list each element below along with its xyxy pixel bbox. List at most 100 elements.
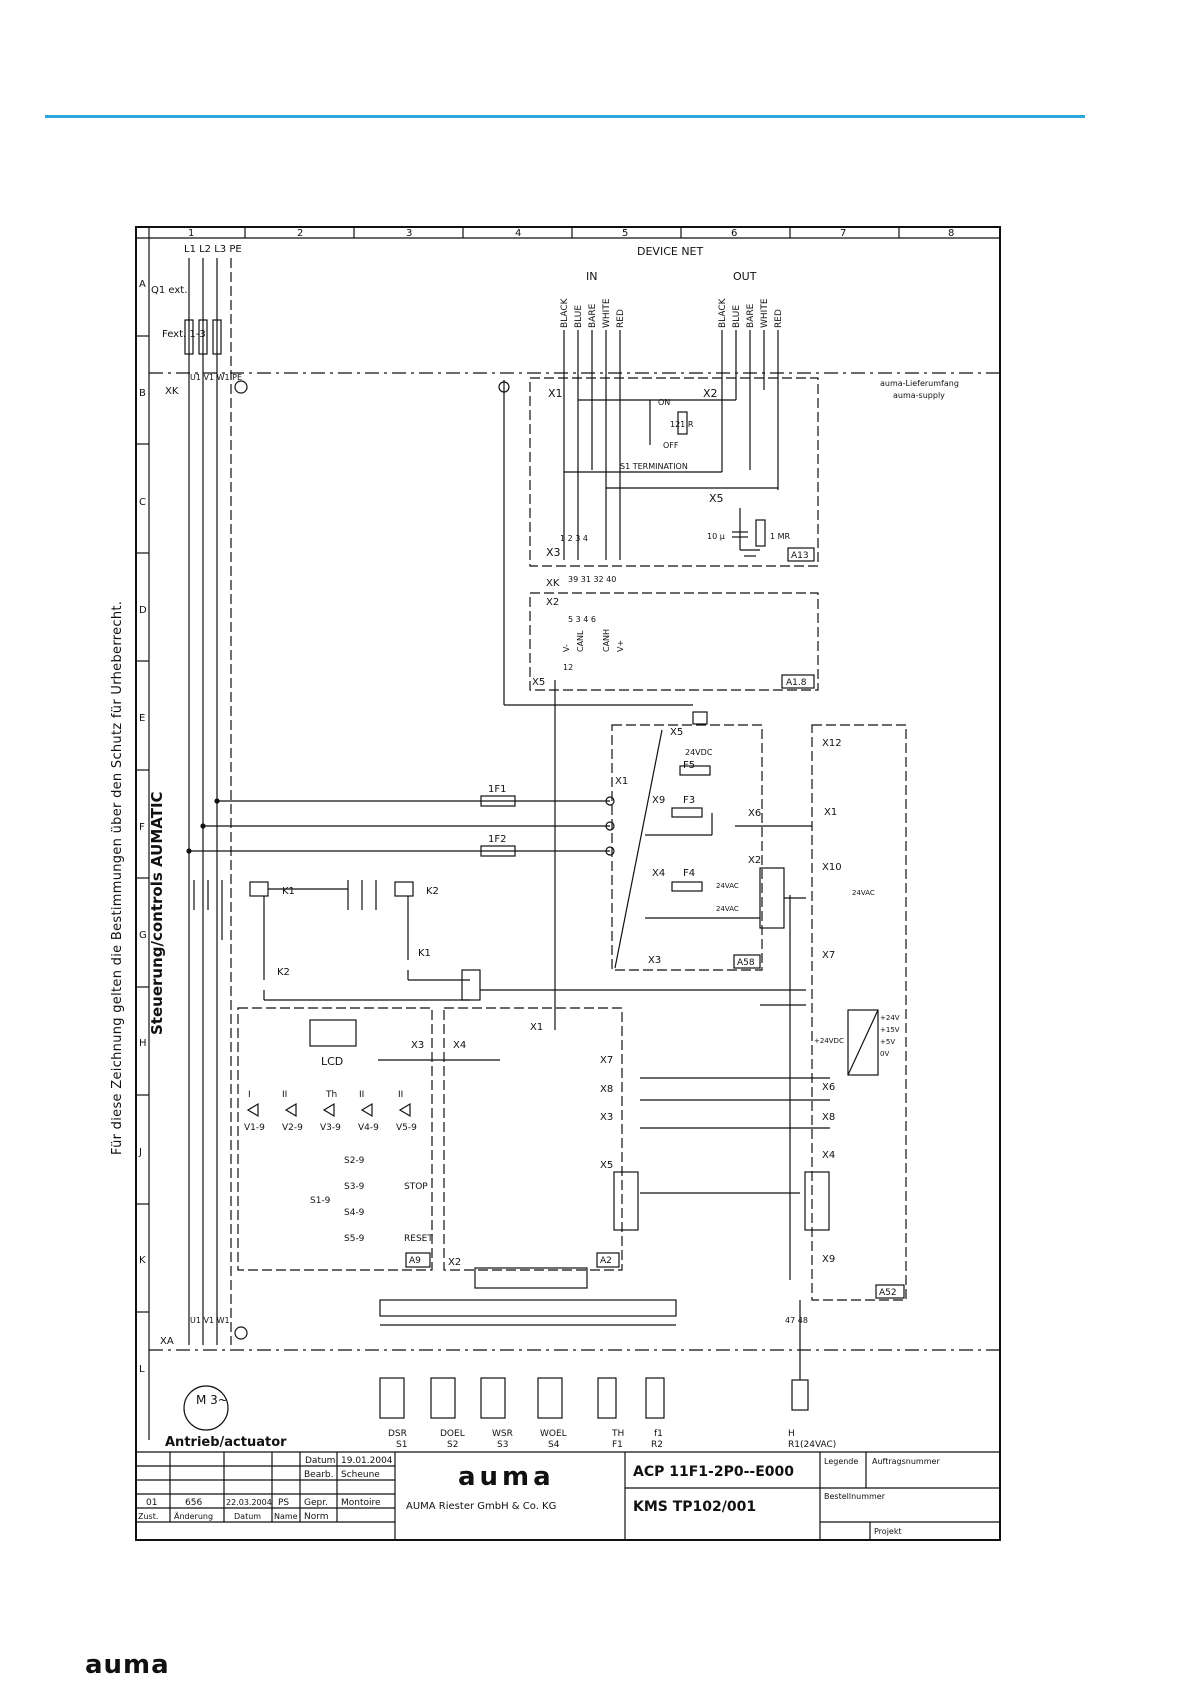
lcd-label: LCD — [321, 1055, 343, 1068]
out-wire-red: RED — [774, 309, 784, 328]
tb-bestell: Bestellnummer — [824, 1492, 886, 1501]
a52-x10: X10 — [822, 862, 842, 873]
tb-datum: 19.01.2004 — [341, 1456, 393, 1466]
a2-tag — [596, 1252, 620, 1268]
psu-out-24: +24V — [880, 1014, 900, 1022]
row-c: C — [139, 497, 146, 508]
a9-tag — [405, 1252, 431, 1268]
a52-tag — [875, 1284, 905, 1299]
psu-out-5: +5V — [880, 1038, 895, 1046]
sensor-r2: R2 — [651, 1440, 663, 1450]
a58-x4: X4 — [652, 868, 665, 879]
a13-x2: X2 — [703, 387, 718, 400]
psu-out-15: +15V — [880, 1026, 900, 1034]
k1-aux-label: K1 — [418, 948, 431, 959]
row-f: F — [139, 822, 145, 833]
a58-internal — [645, 711, 812, 929]
a52-x6: X6 — [822, 1082, 835, 1093]
xa-terms: U1 V1 W1 — [190, 1316, 230, 1325]
a58-box — [611, 724, 763, 971]
a52-x7: X7 — [822, 950, 835, 961]
fext-label: Fext. 1-3 — [162, 329, 206, 340]
led-sym-5: II — [398, 1090, 403, 1100]
psu-box — [847, 1009, 879, 1076]
in-wire-black: BLACK — [560, 297, 570, 328]
motor-label: M 3~ — [196, 1393, 228, 1407]
led-v5: V5-9 — [396, 1123, 417, 1133]
psu-out-0: 0V — [880, 1050, 889, 1058]
in-wire-red: RED — [616, 309, 626, 328]
xk-label: XK — [165, 386, 179, 397]
led-sym-3: Th — [325, 1090, 337, 1100]
a52-tag-label: A52 — [879, 1288, 897, 1298]
a58-x5: X5 — [670, 727, 683, 738]
row-ticks — [136, 335, 149, 1313]
a18-x5: X5 — [532, 677, 545, 688]
a58-24vdc: 24VDC — [685, 748, 713, 757]
a2-x5-block — [613, 1171, 639, 1231]
off-label: OFF — [663, 441, 679, 450]
row-h: H — [139, 1038, 147, 1049]
tb-rev-by: PS — [278, 1498, 289, 1508]
device-net-label: DEVICE NET — [637, 245, 703, 258]
sensor-blocks — [379, 1377, 809, 1419]
s1-termination-label: S1 TERMINATION — [620, 462, 688, 471]
a18-tag-label: A1.8 — [786, 678, 807, 688]
out-wire-blue: BLUE — [732, 305, 742, 328]
tb-auftrag: Auftragsnummer — [872, 1457, 940, 1466]
col-5: 5 — [622, 228, 628, 239]
a2-x3: X3 — [600, 1112, 613, 1123]
tb-rev: 01 — [146, 1498, 157, 1508]
a13-x3: X3 — [546, 546, 561, 559]
header-accent-line — [45, 115, 1085, 118]
r1m-label: 1 MR — [770, 532, 791, 541]
column-ticks — [244, 227, 900, 238]
supply-label: L1 L2 L3 PE — [184, 244, 242, 255]
tb-gepr-label: Gepr. — [304, 1498, 328, 1508]
row-d: D — [139, 605, 147, 616]
a9-x3: X3 — [411, 1040, 424, 1051]
a2-box — [443, 1007, 623, 1271]
row-l: L — [139, 1364, 145, 1375]
row-j: J — [138, 1147, 142, 1158]
in-wire-bare: BARE — [588, 303, 598, 328]
tb-doc1: ACP 11F1-2P0--E000 — [633, 1464, 794, 1480]
col-2: 2 — [297, 228, 303, 239]
xk2-label: XK — [546, 578, 560, 589]
switch-reset: RESET — [404, 1234, 433, 1244]
copyright-note: Für diese Zeichnung gelten die Bestimmun… — [110, 600, 125, 1155]
a13-tag-label: A13 — [791, 551, 809, 561]
xk-terms: U1 V1 W1 PE — [190, 373, 242, 382]
x2-numbers: 5 3 4 6 — [568, 615, 596, 624]
tb-change: 656 — [185, 1498, 202, 1508]
a13-tag — [787, 547, 815, 562]
a52-x8: X8 — [822, 1112, 835, 1123]
row-b: B — [139, 388, 146, 399]
tb-rev-date: 22.03.2004 — [226, 1498, 272, 1507]
tb-col-zust: Zust. — [138, 1512, 158, 1521]
sensor-doel: DOEL — [440, 1429, 465, 1439]
a2-x5: X5 — [600, 1160, 613, 1171]
title-block-grid — [136, 1451, 1000, 1540]
a13-x3-pins: 1 2 3 4 — [560, 534, 588, 543]
col-4: 4 — [515, 228, 521, 239]
a58-x2: X2 — [748, 855, 761, 866]
in-wire-blue: BLUE — [574, 305, 584, 328]
a52-24vac: 24VAC — [852, 889, 875, 897]
footer-auma-logo: auma — [85, 1650, 170, 1680]
x1-terminal — [498, 381, 510, 393]
tb-col-name: Name — [274, 1512, 298, 1521]
a52-x1: X1 — [824, 807, 837, 818]
led-v4: V4-9 — [358, 1123, 379, 1133]
a2-x1: X1 — [530, 1022, 543, 1033]
can-vplus: V+ — [616, 640, 625, 652]
can-vminus: V- — [562, 644, 571, 652]
a2-x7: X7 — [600, 1055, 613, 1066]
switch-stop: STOP — [404, 1182, 428, 1192]
xk-numbers: 39 31 32 40 — [568, 575, 616, 584]
drawing-frame — [135, 226, 1001, 1541]
col-1: 1 — [188, 228, 194, 239]
in-label: IN — [586, 270, 597, 283]
sensor-s1: S1 — [396, 1440, 407, 1450]
